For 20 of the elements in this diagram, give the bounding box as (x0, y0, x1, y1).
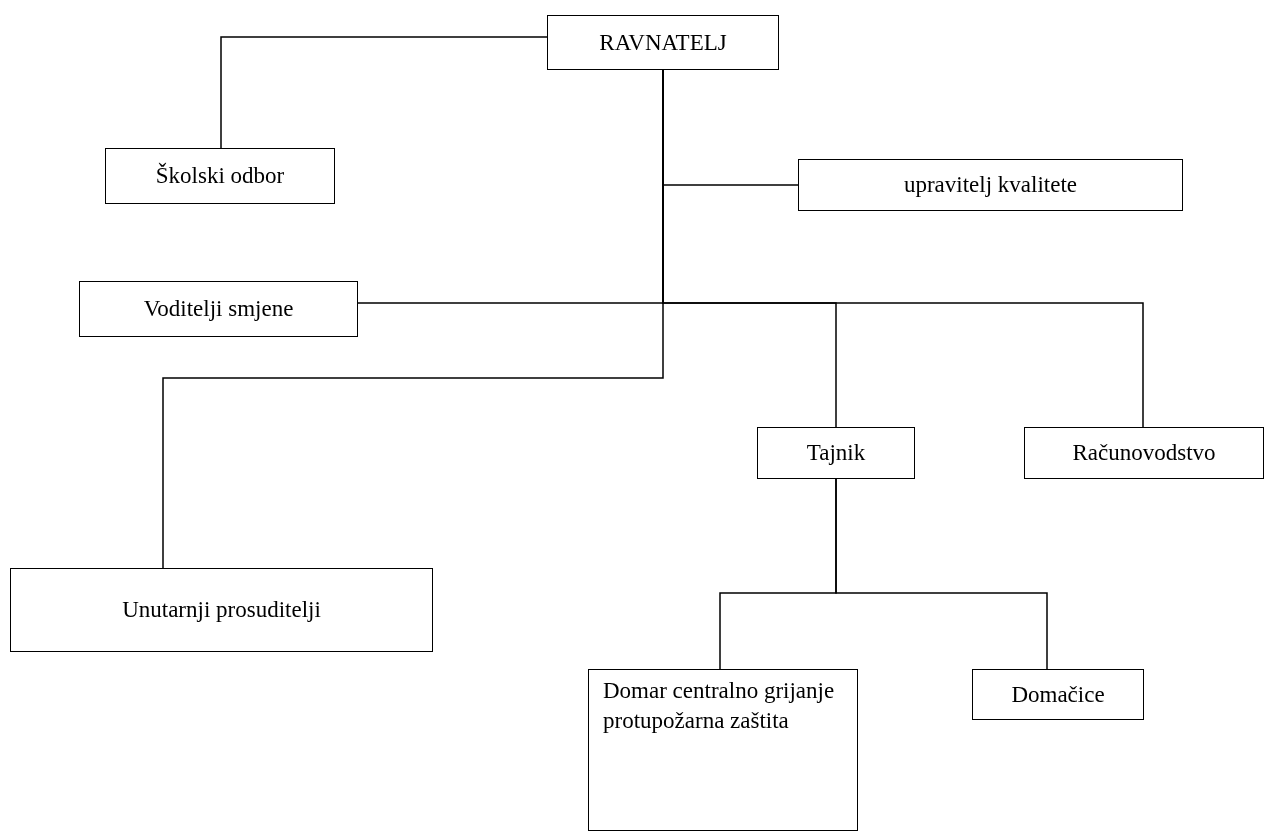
box-label: upravitelj kvalitete (903, 171, 1078, 200)
connector-line (835, 478, 1048, 670)
box-label: Tajnik (806, 439, 866, 468)
box-label: RAVNATELJ (599, 28, 727, 57)
org-box (972, 669, 1144, 720)
org-box (105, 148, 335, 204)
box-label: Školski odbor (155, 161, 285, 191)
org-box (1024, 427, 1264, 479)
box-label: Računovodstvo (1072, 439, 1216, 468)
org-box (798, 159, 1183, 211)
box-label: Domar centralno grijanje protupožarna zaštita (603, 677, 836, 735)
box-label: Domačice (1011, 680, 1105, 709)
org-box (79, 281, 358, 337)
box-label: Voditelji smjene (143, 295, 294, 324)
box-label: Unutarnji prosuditelji (122, 596, 321, 625)
org-box (757, 427, 915, 479)
org-box (547, 15, 779, 70)
org-box (10, 568, 433, 652)
connector-line (220, 36, 548, 149)
org-box (588, 669, 858, 831)
